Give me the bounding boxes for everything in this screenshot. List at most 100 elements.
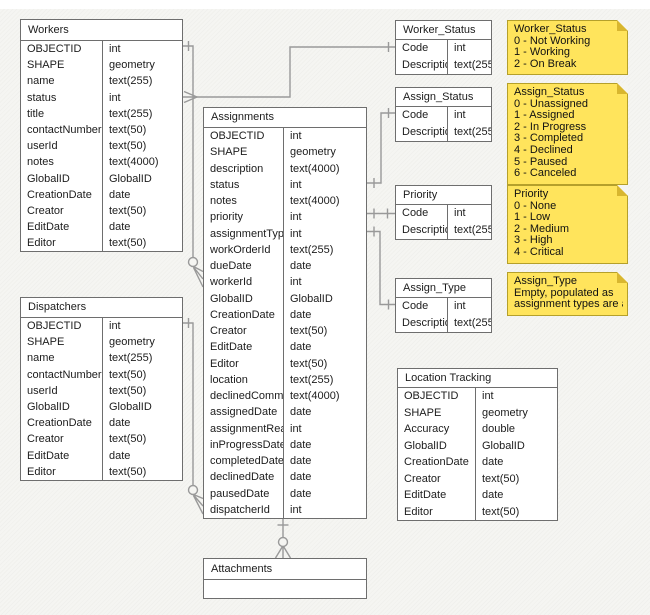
field-type: text(50): [482, 472, 520, 485]
field-type: date: [290, 471, 312, 484]
field-type: text(255): [454, 59, 491, 71]
field-type: text(255): [454, 317, 491, 329]
field-name: Code: [396, 298, 448, 315]
field-type: date: [109, 221, 131, 234]
field-type: GlobalID: [482, 439, 525, 452]
field-name: Editor: [204, 355, 284, 372]
note-line: assignment types are added: [514, 299, 623, 311]
field-type: date: [290, 341, 312, 354]
field-name: GlobalID: [398, 437, 476, 454]
table-title: Attachments: [204, 559, 366, 580]
field-type: geometry: [482, 406, 528, 419]
field-name: OBJECTID: [21, 318, 103, 335]
note-line: 0 - Not Working: [514, 35, 591, 47]
field-row: contactNumber text(50): [21, 121, 182, 139]
note-line: Empty, populated as: [514, 287, 614, 299]
field-type: date: [109, 417, 131, 430]
field-type: geometry: [290, 146, 336, 159]
field-name: dispatcherId: [204, 501, 284, 518]
field-type: date: [290, 406, 312, 419]
cardinality-zero-circle: [277, 536, 289, 548]
field-name: GlobalID: [21, 398, 103, 416]
field-row: assignmentReadint: [204, 420, 366, 437]
field-row: Accuracy double: [398, 421, 557, 438]
field-name: Description: [396, 124, 448, 141]
field-type: date: [290, 260, 312, 272]
field-name: Description: [396, 222, 448, 239]
field-type: text(50): [109, 123, 147, 136]
table-title: Assignments: [204, 108, 366, 128]
field-name: status: [21, 89, 103, 106]
field-type: text(255): [454, 126, 491, 138]
field-type: int: [290, 503, 302, 516]
field-name: notes: [204, 193, 284, 210]
connector-line: [183, 322, 194, 486]
field-row: Descriptiontext(255): [396, 57, 491, 74]
field-name: SHAPE: [21, 57, 103, 74]
field-name: workerId: [204, 274, 284, 291]
connector-line: [367, 230, 395, 306]
field-name: notes: [21, 154, 103, 171]
field-name: pausedDate: [204, 485, 284, 502]
field-name: OBJECTID: [21, 41, 103, 58]
field-type: int: [454, 109, 466, 121]
note-line: 1 - Working: [514, 47, 571, 59]
field-type: int: [290, 130, 302, 142]
field-type: text(50): [109, 204, 147, 217]
field-row: declinedDate date: [204, 469, 366, 486]
field-type: int: [290, 227, 302, 240]
field-type: text(255): [109, 107, 153, 120]
empty-row: [204, 580, 366, 598]
field-type: text(255): [290, 373, 334, 386]
note-line: 1 - Low: [514, 212, 551, 224]
rel-assignments-assigntype: [367, 226, 395, 310]
field-type: double: [482, 423, 516, 435]
table-priority: PriorityCodeintDescriptiontext(255): [395, 185, 492, 240]
field-name: declinedDate: [204, 469, 284, 486]
field-name: contactNumber: [21, 121, 103, 139]
field-type: int: [290, 178, 302, 191]
field-name: Code: [396, 107, 448, 124]
top-margin: [0, 0, 650, 9]
field-name: Code: [396, 205, 448, 222]
field-name: userId: [21, 382, 103, 399]
field-name: inProgressDate: [204, 436, 284, 453]
rel-assignments-attachments: [274, 516, 292, 559]
field-name: EditDate: [398, 487, 476, 504]
connector-line: [183, 45, 194, 258]
note-line: 0 - Unassigned: [514, 98, 588, 110]
note-line: 4 - Critical: [514, 246, 564, 258]
field-name: Accuracy: [398, 421, 476, 438]
table-assign-status: Assign_StatusCodeintDescriptiontext(255): [395, 87, 492, 142]
table-attachments: Attachments: [203, 558, 367, 599]
